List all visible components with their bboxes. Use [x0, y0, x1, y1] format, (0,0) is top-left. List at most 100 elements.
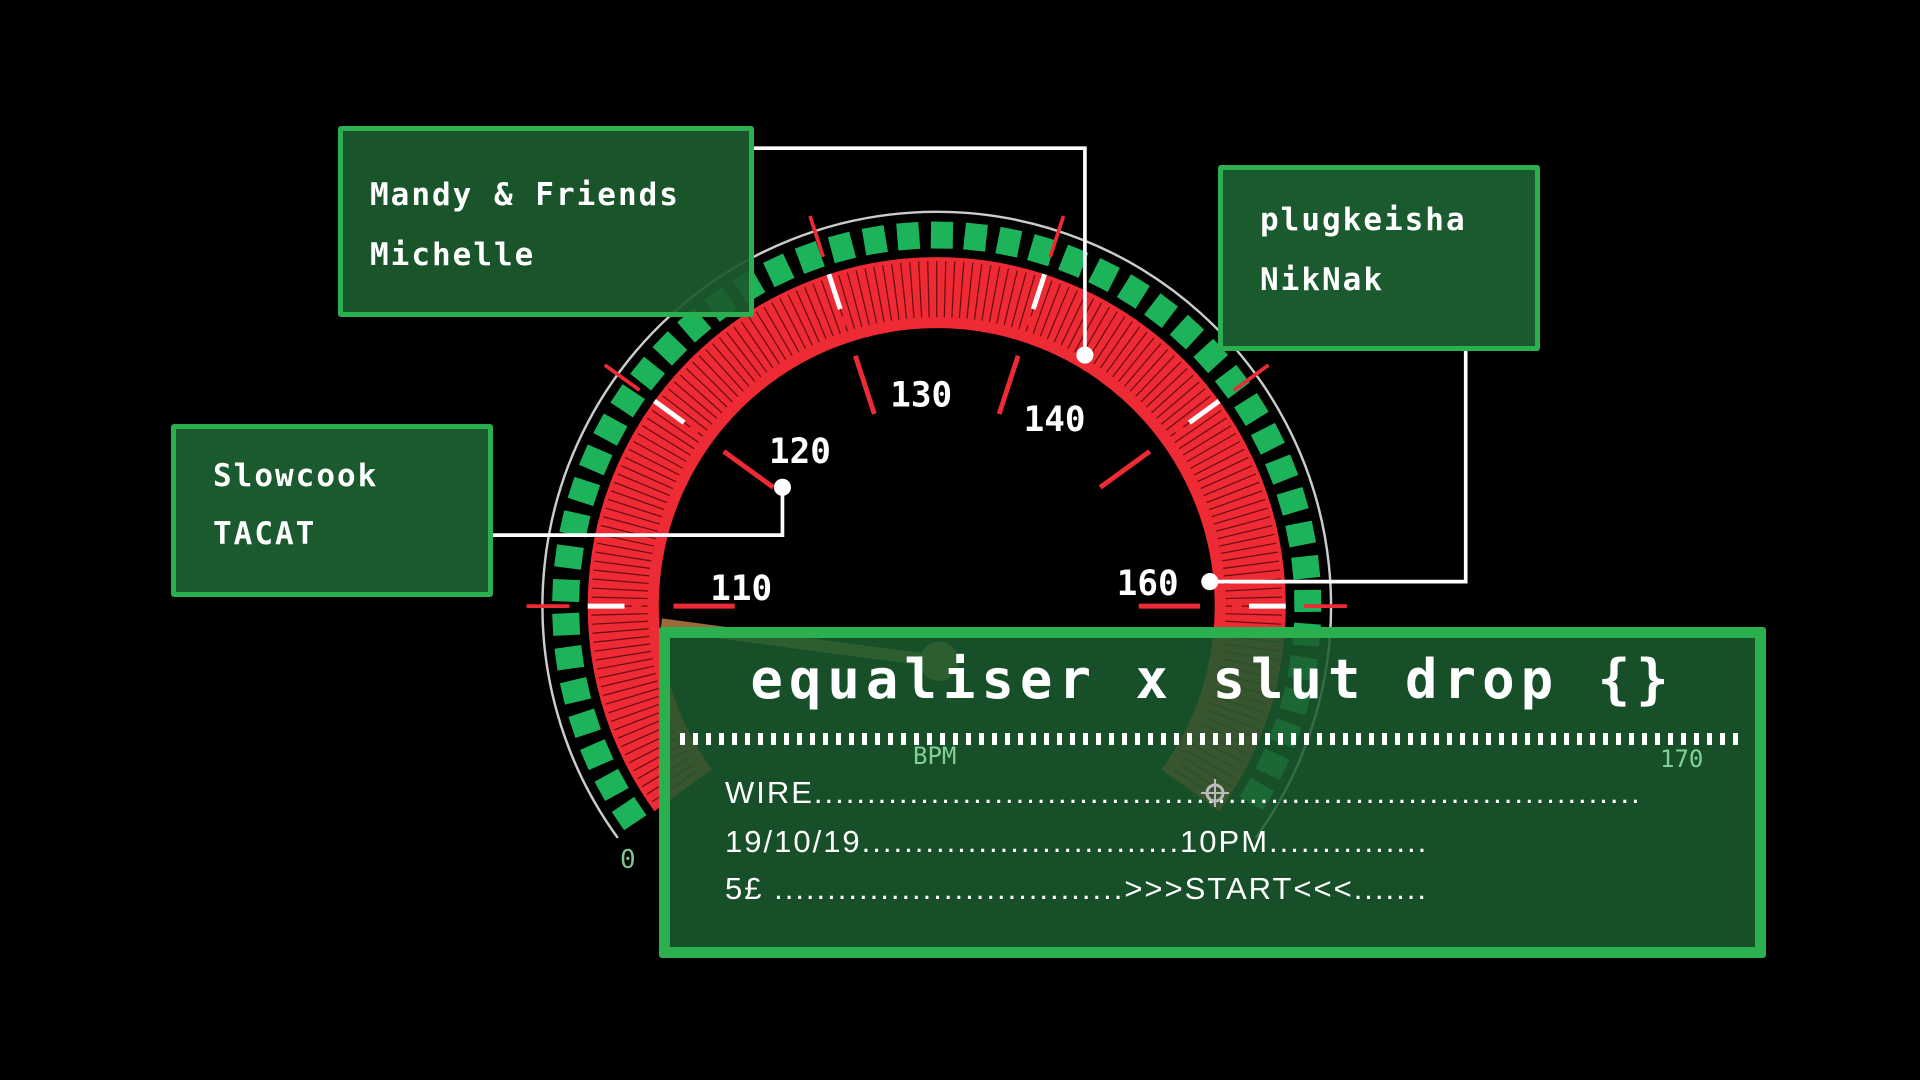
minor-tick — [592, 628, 649, 634]
minor-tick — [1074, 302, 1103, 353]
minor-tick — [996, 268, 1010, 324]
minor-tick — [624, 456, 677, 483]
minor-tick — [597, 542, 653, 555]
gauge-tick-label: 120 — [769, 432, 831, 472]
minor-tick — [973, 263, 983, 320]
venue-line: WIRE....................................… — [725, 775, 1642, 810]
minor-tick — [838, 274, 856, 330]
minor-tick — [1151, 374, 1194, 414]
minor-tick — [603, 680, 658, 697]
minor-tick — [918, 261, 923, 318]
minor-tick — [1118, 337, 1155, 382]
minor-tick — [855, 270, 870, 326]
major-tick — [1098, 449, 1152, 490]
minor-tick — [951, 261, 956, 318]
minor-tick — [1206, 481, 1260, 504]
minor-tick — [981, 264, 992, 321]
minor-tick — [614, 709, 668, 731]
minor-tick — [1165, 395, 1212, 431]
gauge-min-label: 0 — [620, 845, 636, 875]
callout-top-right: plugkeisha NikNak — [1218, 165, 1540, 351]
artist-name: NikNak — [1260, 262, 1384, 298]
minor-tick — [909, 261, 915, 319]
minor-tick — [1215, 516, 1271, 532]
gauge-segment — [763, 253, 795, 288]
gauge-tick-label: 160 — [1117, 564, 1179, 604]
gauge-segment — [827, 231, 857, 264]
artist-name: TACAT — [213, 516, 317, 552]
minor-tick — [1223, 560, 1280, 570]
price-start-line: 5£ .................................>>>S… — [725, 871, 1428, 906]
major-tick — [1187, 399, 1221, 425]
minor-tick — [593, 569, 650, 577]
minor-tick — [1193, 448, 1245, 476]
minor-tick — [1190, 440, 1241, 469]
minor-tick — [804, 286, 827, 340]
minor-tick — [1156, 381, 1200, 419]
minor-tick — [698, 355, 739, 397]
minor-tick — [592, 578, 649, 585]
minor-tick — [603, 516, 658, 532]
callout-top-left: Mandy & Friends Michelle — [338, 126, 754, 317]
minor-tick — [1220, 542, 1277, 555]
minor-tick — [1225, 613, 1282, 616]
minor-tick — [593, 635, 650, 643]
minor-tick — [1099, 321, 1133, 369]
gauge-tick-label: 140 — [1024, 400, 1086, 440]
minor-tick — [755, 311, 787, 361]
minor-tick — [628, 448, 680, 476]
gauge-max-label: 170 — [1660, 745, 1704, 773]
minor-tick — [1003, 270, 1018, 326]
gauge-segment — [559, 677, 592, 705]
minor-tick — [1106, 326, 1141, 373]
minor-tick — [1060, 294, 1086, 346]
minor-tick — [846, 272, 863, 328]
gauge-segment — [1116, 274, 1150, 309]
gauge-segment — [896, 221, 921, 251]
minor-tick — [594, 643, 651, 652]
minor-tick — [611, 490, 665, 511]
minor-tick — [1093, 316, 1126, 365]
minor-tick — [1186, 432, 1237, 463]
minor-tick — [598, 665, 655, 679]
minor-tick — [605, 687, 660, 705]
gauge-segment — [1027, 234, 1056, 267]
major-tick-dot — [1024, 315, 1035, 326]
minor-tick — [1123, 343, 1162, 387]
minor-tick — [787, 294, 813, 346]
major-tick — [1048, 215, 1066, 258]
minor-tick — [1053, 290, 1078, 343]
minor-tick — [605, 507, 660, 525]
gauge-segment — [554, 644, 585, 671]
gauge-segment — [593, 413, 628, 446]
minor-tick — [614, 481, 668, 504]
connector-top-right — [1209, 350, 1468, 584]
gauge-segment — [630, 356, 665, 391]
minor-tick — [1018, 274, 1036, 330]
minor-tick — [1213, 507, 1268, 525]
minor-tick — [779, 298, 807, 349]
minor-tick — [1182, 425, 1232, 456]
minor-tick — [611, 702, 665, 722]
gauge-segment — [552, 579, 580, 603]
gauge-tick-label: 130 — [890, 376, 952, 416]
major-tick-dot — [689, 424, 699, 435]
minor-tick — [1203, 473, 1256, 497]
minor-tick — [748, 316, 780, 365]
major-tick — [652, 399, 686, 425]
gauge-segment — [1234, 393, 1269, 426]
gauge-segment — [568, 708, 601, 738]
minor-tick — [1225, 620, 1282, 625]
dotted-divider — [680, 733, 1738, 745]
gauge-segment — [567, 476, 601, 507]
gauge-segment — [579, 739, 614, 771]
major-tick — [996, 354, 1021, 415]
minor-tick — [600, 672, 656, 688]
minor-tick — [685, 367, 728, 408]
minor-tick — [1197, 456, 1249, 483]
minor-tick — [812, 283, 834, 337]
minor-tick — [595, 551, 652, 562]
minor-tick — [988, 266, 1001, 323]
gauge-outer-ring — [541, 210, 1333, 839]
major-tick-dot — [1174, 424, 1185, 435]
